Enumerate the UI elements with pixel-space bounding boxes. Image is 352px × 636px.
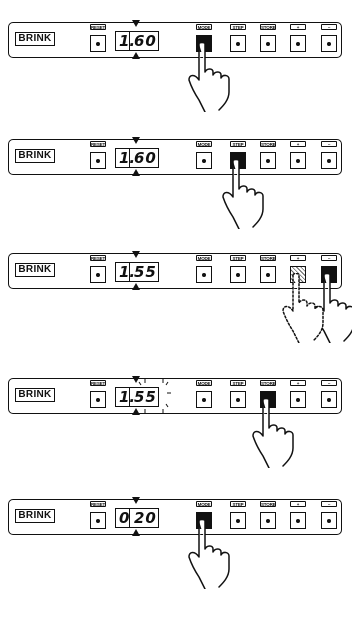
reset-button-label: RESET (90, 380, 106, 386)
mode-button-label: MODE (196, 24, 212, 30)
mode-button[interactable] (196, 152, 212, 169)
plus-button-label: + (290, 380, 306, 386)
reset-button-label: RESET (90, 255, 106, 261)
reset-button-label: RESET (90, 141, 106, 147)
store-button-label: STORE (260, 380, 276, 386)
display-value-digits: 60 (134, 31, 157, 51)
step-button-label: STEP (230, 501, 246, 507)
minus-button-label: – (321, 24, 337, 30)
brink-logo: BRINK (15, 149, 55, 163)
plus-button-label: + (290, 501, 306, 507)
digit-display: 1.60 (115, 31, 159, 51)
step-button-label: STEP (230, 141, 246, 147)
mode-button-label: MODE (196, 141, 212, 147)
reset-button[interactable] (90, 512, 106, 529)
brink-logo: BRINK (15, 388, 55, 402)
blinking-indicator-icon (135, 379, 175, 420)
store-button-label: STORE (260, 141, 276, 147)
minus-button-label: – (321, 255, 337, 261)
control-panel: BRINK RESET MODE STEP STORE + – 1.60 (8, 22, 342, 58)
store-button-label: STORE (260, 255, 276, 261)
control-panel: BRINK RESET MODE STEP STORE + – 1.60 (8, 139, 342, 175)
minus-button-label: – (321, 141, 337, 147)
brink-logo: BRINK (15, 509, 55, 523)
display-step-digit: 1. (119, 387, 135, 407)
display-step-digit: 1. (119, 148, 135, 168)
pointing-hand-icon (249, 398, 297, 473)
plus-button-label: + (290, 24, 306, 30)
digit-display: 1.60 (115, 148, 159, 168)
mode-button-label: MODE (196, 380, 212, 386)
brink-logo: BRINK (15, 263, 55, 277)
reset-button[interactable] (90, 266, 106, 283)
mode-button[interactable] (196, 266, 212, 283)
display-value-digits: 20 (134, 508, 157, 528)
pointing-hand-icon (185, 519, 233, 594)
display-value-digits: 55 (134, 262, 157, 282)
reset-button[interactable] (90, 35, 106, 52)
reset-button[interactable] (90, 391, 106, 408)
minus-button[interactable] (321, 35, 337, 52)
brink-logo: BRINK (15, 32, 55, 46)
plus-button-label: + (290, 141, 306, 147)
mode-button-label: MODE (196, 501, 212, 507)
minus-button[interactable] (321, 152, 337, 169)
display-value-digits: 60 (134, 148, 157, 168)
plus-button-label: + (290, 255, 306, 261)
plus-button[interactable] (290, 152, 306, 169)
step-button[interactable] (230, 391, 246, 408)
minus-button-label: – (321, 380, 337, 386)
pointing-hand-icon (185, 42, 233, 117)
display-step-digit: 1. (119, 31, 135, 51)
step-button[interactable] (230, 266, 246, 283)
store-button[interactable] (260, 512, 276, 529)
step-button-label: STEP (230, 24, 246, 30)
store-button-label: STORE (260, 501, 276, 507)
pointing-hand-outline-icon (279, 273, 327, 348)
step-button-label: STEP (230, 255, 246, 261)
minus-button-label: – (321, 501, 337, 507)
store-button-label: STORE (260, 24, 276, 30)
display-step-digit: 1. (119, 262, 135, 282)
minus-button[interactable] (321, 391, 337, 408)
store-button[interactable] (260, 266, 276, 283)
mode-button[interactable] (196, 391, 212, 408)
store-button[interactable] (260, 35, 276, 52)
minus-button[interactable] (321, 512, 337, 529)
display-step-digit: 0 (119, 508, 129, 528)
reset-button-label: RESET (90, 24, 106, 30)
reset-button-label: RESET (90, 501, 106, 507)
reset-button[interactable] (90, 152, 106, 169)
mode-button-label: MODE (196, 255, 212, 261)
step-button-label: STEP (230, 380, 246, 386)
plus-button[interactable] (290, 512, 306, 529)
plus-button[interactable] (290, 35, 306, 52)
digit-display: 1.55 (115, 262, 159, 282)
pointing-hand-icon (219, 159, 267, 234)
